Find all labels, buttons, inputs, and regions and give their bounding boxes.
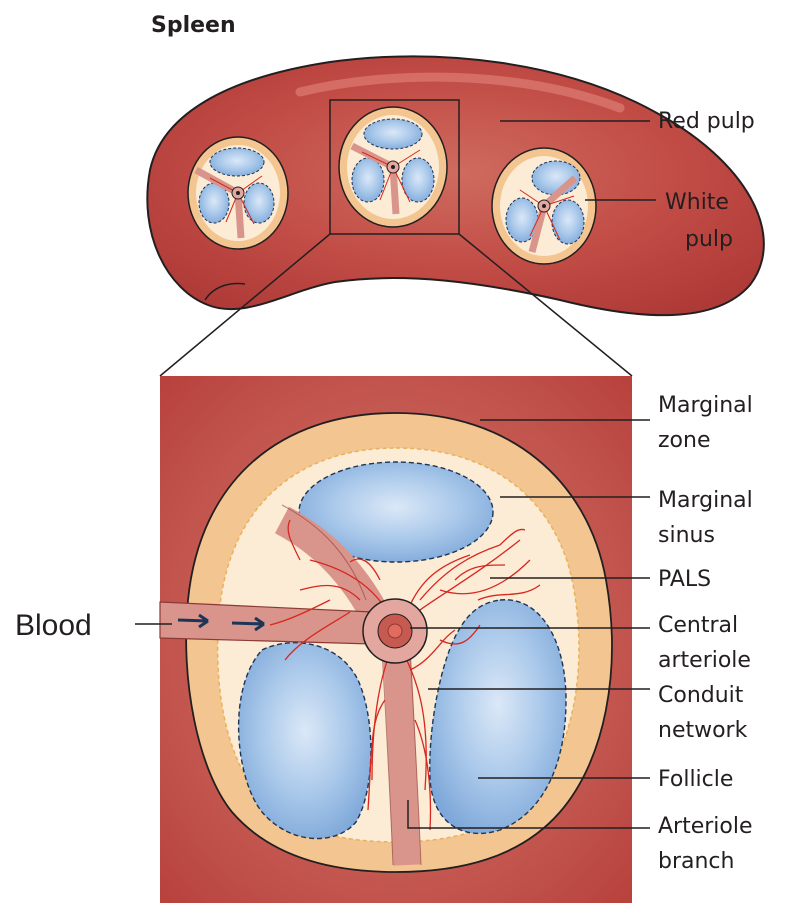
arteriole-branch-lower: [396, 640, 407, 865]
label-red-pulp: Red pulp: [658, 109, 755, 134]
label-marginal-sinus-1: Marginal: [658, 488, 753, 513]
label-blood: Blood: [15, 609, 92, 642]
label-marginal-zone-2: zone: [658, 428, 711, 453]
label-white-pulp-1: White: [665, 190, 729, 215]
label-follicle: Follicle: [658, 767, 733, 792]
label-conduit-network-1: Conduit: [658, 683, 744, 708]
flow-arrow-1: [178, 620, 208, 621]
label-white-pulp-2: pulp: [685, 227, 733, 252]
page-title: Spleen: [151, 13, 236, 38]
central-arteriole-lumen: [388, 624, 402, 638]
label-marginal-sinus-2: sinus: [658, 523, 715, 548]
label-arteriole-branch-2: branch: [658, 849, 734, 874]
white-pulp-right: [492, 148, 596, 264]
label-central-arteriole-1: Central: [658, 613, 738, 638]
white-pulp-center: [339, 107, 447, 227]
label-central-arteriole-2: arteriole: [658, 648, 751, 673]
label-marginal-zone-1: Marginal: [658, 393, 753, 418]
white-pulp-left: [188, 137, 288, 249]
flow-arrow-2: [232, 623, 264, 624]
label-conduit-network-2: network: [658, 718, 748, 743]
label-arteriole-branch-1: Arteriole: [658, 814, 753, 839]
label-pals: PALS: [658, 567, 711, 592]
